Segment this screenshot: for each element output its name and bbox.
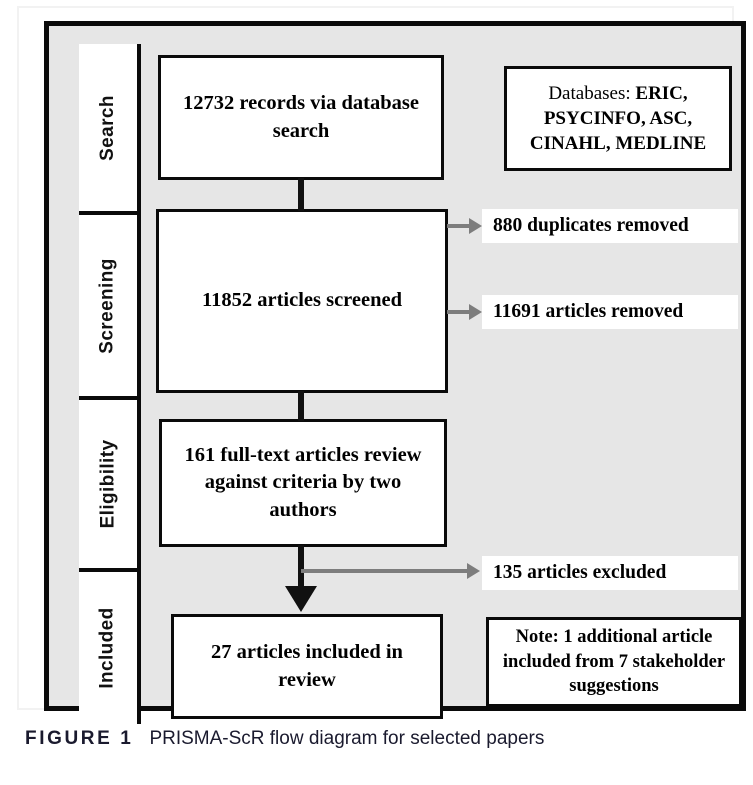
flow-box-records-text: 12732 records via database search <box>183 92 419 142</box>
arrow-to-excluded-head-icon <box>467 563 480 579</box>
prisma-diagram: Search Screening Eligibility Included 12… <box>44 21 746 724</box>
callout-duplicates-text: 880 duplicates removed <box>493 215 689 236</box>
flow-box-records: 12732 records via database search <box>158 55 444 180</box>
figure-outer-frame: Search Screening Eligibility Included 12… <box>17 6 746 724</box>
arrow-to-excluded-line <box>301 569 469 573</box>
flow-box-fulltext-text: 161 full-text articles review against cr… <box>184 444 422 521</box>
stage-cell-eligibility: Eligibility <box>79 400 137 572</box>
note-text: Note: 1 additional article included from… <box>502 627 726 697</box>
flow-box-included: 27 articles included in review <box>171 614 443 719</box>
flow-box-fulltext: 161 full-text articles review against cr… <box>159 419 447 547</box>
figure-caption: FIGURE 1 PRISMA-ScR flow diagram for sele… <box>25 728 725 750</box>
stage-cell-included: Included <box>79 572 137 724</box>
flow-box-included-text: 27 articles included in review <box>211 641 403 691</box>
stage-label-screening: Screening <box>97 257 118 354</box>
databases-list: ERIC, PSYCINFO, ASC, CINAHL, MEDLINE <box>529 82 707 155</box>
connector-records-to-screened <box>298 178 304 211</box>
info-box-note: Note: 1 additional article included from… <box>486 617 742 707</box>
callout-articles-excluded: 135 articles excluded <box>482 556 738 590</box>
callout-articles-removed: 11691 articles removed <box>482 295 738 329</box>
flow-box-screened-text: 11852 articles screened <box>201 289 402 312</box>
stage-label-search: Search <box>97 94 118 161</box>
callout-duplicates-removed: 880 duplicates removed <box>482 209 738 243</box>
databases-prefix: Databases: <box>548 82 631 104</box>
arrow-to-removed-line <box>447 310 471 314</box>
figure-caption-text: PRISMA-ScR flow diagram for selected pap… <box>149 728 545 749</box>
stage-label-included: Included <box>97 607 119 689</box>
stage-label-column: Search Screening Eligibility Included <box>79 44 141 724</box>
stage-cell-screening: Screening <box>79 215 137 400</box>
figure-caption-label: FIGURE 1 <box>25 728 134 749</box>
callout-removed-text: 11691 articles removed <box>493 301 684 322</box>
flow-box-screened: 11852 articles screened <box>156 209 448 393</box>
callout-excluded-text: 135 articles excluded <box>493 562 667 583</box>
arrow-to-duplicates-head-icon <box>469 218 482 234</box>
databases-content: Databases: ERIC, PSYCINFO, ASC, CINAHL, … <box>517 81 719 156</box>
arrow-to-removed-head-icon <box>469 304 482 320</box>
stage-cell-search: Search <box>79 44 137 215</box>
arrowhead-down-icon <box>285 586 317 612</box>
stage-label-eligibility: Eligibility <box>97 439 119 529</box>
info-box-databases: Databases: ERIC, PSYCINFO, ASC, CINAHL, … <box>504 66 732 171</box>
arrow-to-duplicates-line <box>447 224 471 228</box>
connector-screened-to-fulltext <box>298 391 304 421</box>
